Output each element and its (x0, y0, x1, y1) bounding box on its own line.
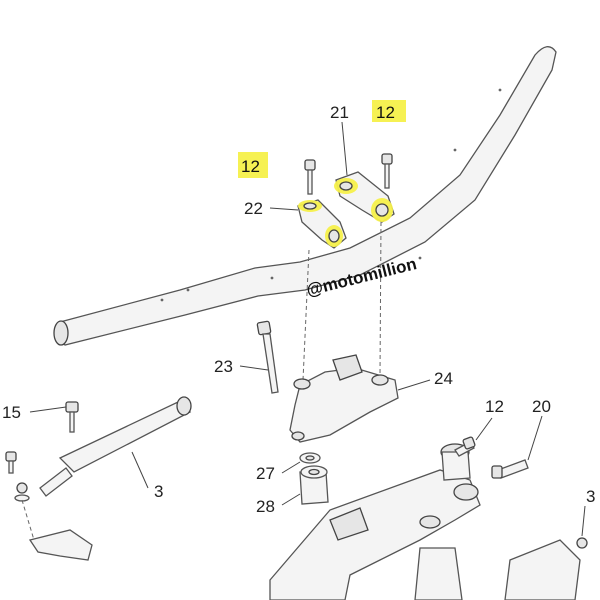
callout-28: 28 (256, 497, 275, 516)
bolt-12-lower (454, 436, 476, 457)
leader-24 (397, 379, 431, 391)
callout-23: 23 (214, 357, 233, 376)
small-bolt-left (5, 451, 17, 474)
leader-21 (341, 121, 348, 176)
callout-12-top-left: 12 (241, 157, 260, 176)
steering-damper-3 (14, 396, 192, 561)
leader-23 (239, 365, 269, 371)
leader-3 (131, 451, 149, 489)
highlight-callout-12-left (238, 152, 268, 178)
leader-12-lower (475, 417, 493, 441)
alignment-line-damper (21, 499, 35, 541)
bracket-center (414, 547, 463, 600)
leader-22 (269, 207, 299, 211)
callout-22: 22 (244, 199, 263, 218)
bolt-23 (256, 320, 279, 394)
callout-3: 3 (154, 482, 163, 501)
triple-clamp (269, 443, 481, 600)
highlight-callout-12-right (372, 100, 406, 122)
washer-27 (299, 452, 321, 464)
bushing-28 (299, 465, 329, 505)
leader-20 (527, 415, 543, 461)
bolt-12-right (381, 153, 393, 189)
leader-15 (29, 406, 67, 413)
bolt-20 (491, 459, 529, 479)
callout-15: 15 (2, 403, 21, 422)
bracket-right (504, 537, 588, 600)
bolt-15 (65, 401, 79, 433)
upper-clamp-22 (297, 199, 347, 249)
callout-12-top-right: 12 (376, 103, 395, 122)
bolt-12-left (304, 159, 316, 195)
leader-28 (281, 493, 301, 506)
callout-3-edge: 3 (586, 487, 595, 506)
leader-3-edge (581, 505, 586, 537)
leader-27 (281, 461, 301, 474)
callout-27: 27 (256, 464, 275, 483)
callout-12-right: 12 (485, 397, 504, 416)
upper-clamp-21 (334, 171, 395, 223)
callout-24: 24 (434, 369, 453, 388)
callout-20: 20 (532, 397, 551, 416)
alignment-line-right (379, 221, 382, 376)
handlebar (53, 46, 557, 346)
callout-21: 21 (330, 103, 349, 122)
riser-24 (289, 354, 399, 443)
alignment-line-left (302, 249, 310, 381)
